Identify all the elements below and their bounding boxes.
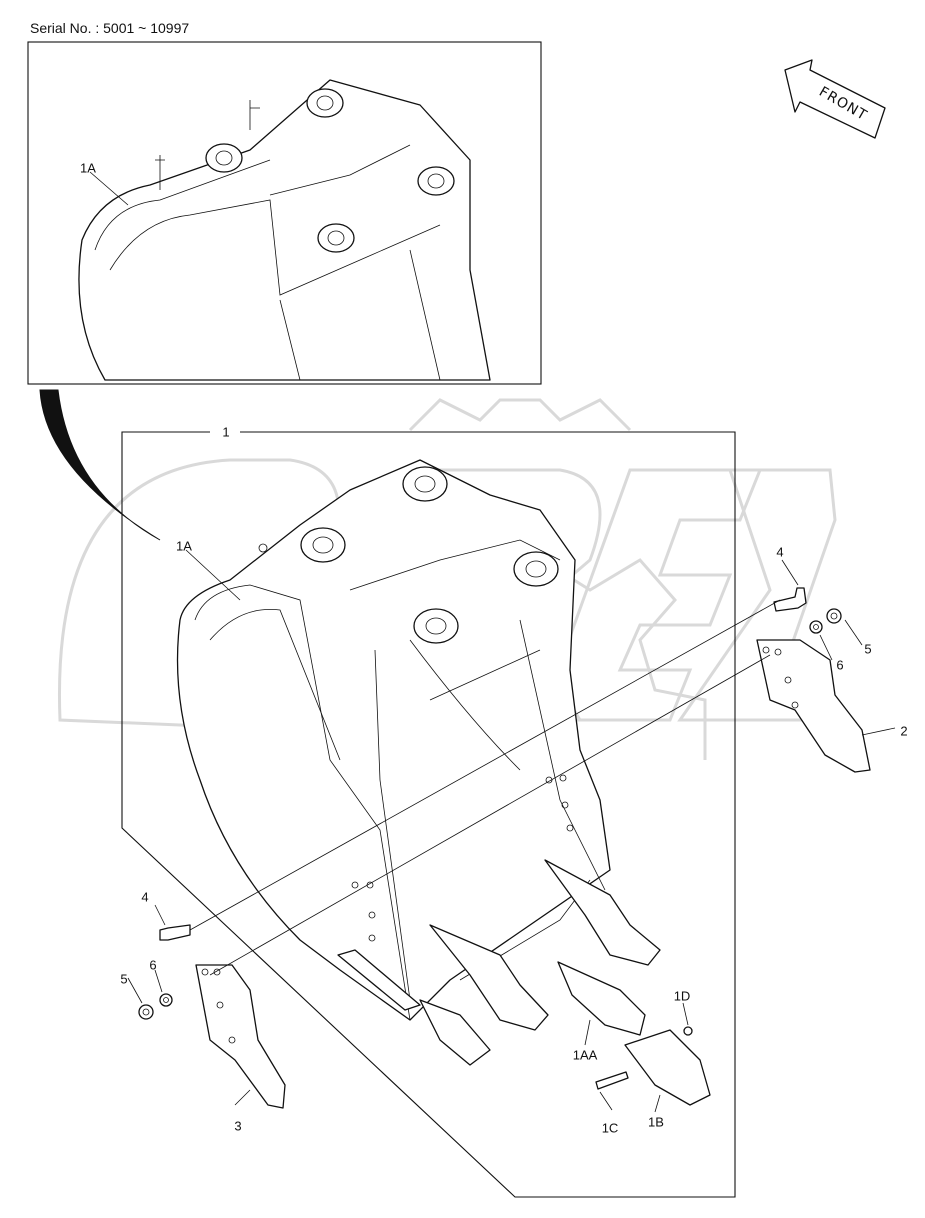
inset-bucket xyxy=(78,79,491,381)
leader-lines xyxy=(89,171,896,1113)
callout-part-4-bottom: 4 xyxy=(141,889,149,905)
callout-part-1b: 1B xyxy=(648,1114,664,1130)
serial-number-header: Serial No. : 5001 ~ 10997 xyxy=(30,20,190,36)
callout-part-5-right: 5 xyxy=(864,641,872,657)
side-cutters xyxy=(195,639,871,1109)
assembly-bracket xyxy=(121,431,736,1198)
callout-part-1c: 1C xyxy=(601,1120,619,1136)
bolts-nuts-washers xyxy=(138,587,842,1020)
callout-part-6-left: 6 xyxy=(149,957,157,973)
callout-inset-1a: 1A xyxy=(80,160,96,176)
callout-part-5-left: 5 xyxy=(120,971,128,987)
inset-frame xyxy=(27,41,542,385)
front-arrow-icon xyxy=(784,59,886,139)
callout-part-6-right: 6 xyxy=(836,657,844,673)
main-bucket xyxy=(176,459,611,1021)
callout-main-1a: 1A xyxy=(176,538,192,554)
bucket-teeth xyxy=(419,859,711,1106)
detail-arrow xyxy=(39,389,161,541)
callout-part-3: 3 xyxy=(234,1118,242,1134)
callout-part-1aa: 1AA xyxy=(572,1047,598,1063)
callout-part-2: 2 xyxy=(900,723,908,739)
callout-part-1d: 1D xyxy=(673,988,691,1004)
callout-part-4-top: 4 xyxy=(776,544,784,560)
callout-assembly-1: 1 xyxy=(218,424,234,440)
